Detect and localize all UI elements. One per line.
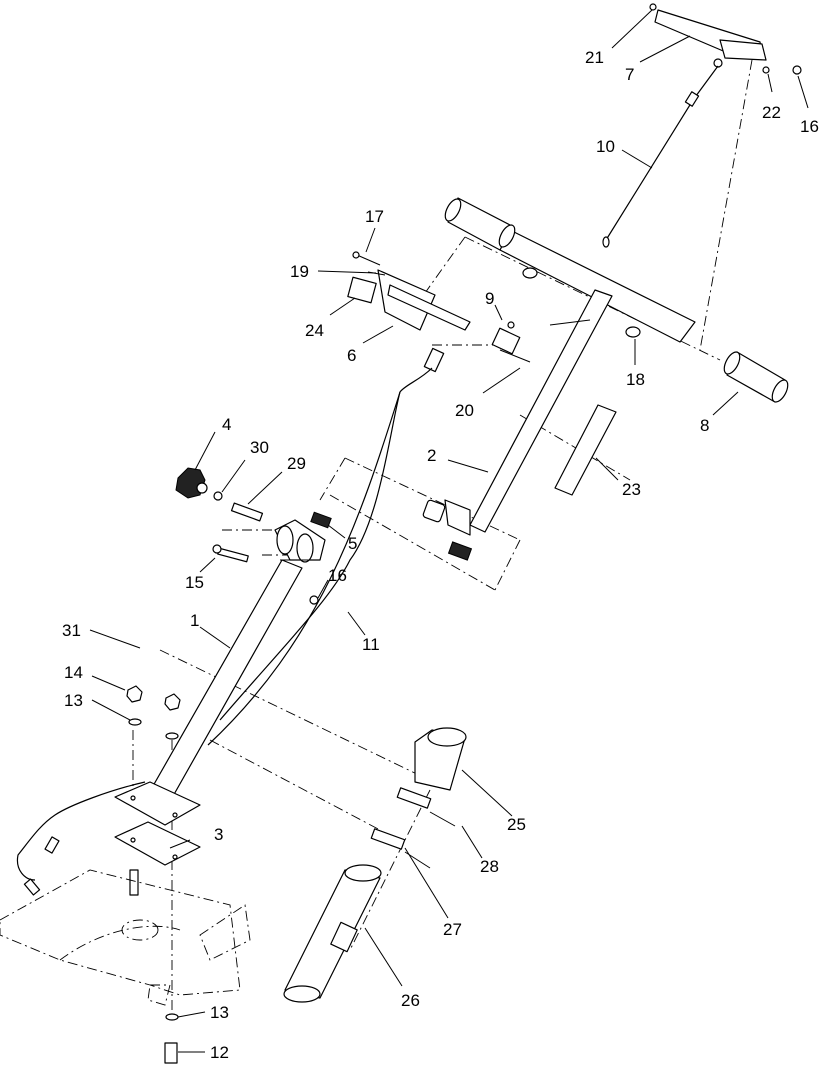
callout-7: 7	[625, 65, 634, 84]
callout-27: 27	[443, 920, 462, 939]
leader-lines	[89, 9, 809, 1053]
callout-6: 6	[347, 346, 356, 365]
callout-26: 26	[401, 991, 420, 1010]
callout-15: 15	[185, 573, 204, 592]
base-plates-3	[114, 781, 201, 896]
knob-assembly	[175, 467, 264, 563]
callout-23: 23	[622, 480, 641, 499]
grip-26	[283, 864, 382, 1003]
callout-16b: 16	[328, 566, 347, 585]
callout-24: 24	[305, 321, 324, 340]
callout-10: 10	[596, 137, 615, 156]
grip-25	[414, 727, 467, 791]
callout-19: 19	[290, 262, 309, 281]
callout-22: 22	[762, 103, 781, 122]
alignment-lines	[132, 59, 753, 1010]
handlebar	[444, 197, 789, 403]
lower-tube-1	[144, 559, 320, 806]
callout-11: 11	[362, 635, 380, 654]
callout-28: 28	[480, 857, 499, 876]
callout-13: 13	[64, 691, 83, 710]
bracket-6	[347, 251, 471, 331]
switch-assembly	[207, 321, 531, 746]
lever-assembly	[649, 3, 802, 75]
callout-31: 31	[62, 621, 81, 640]
callout-30: 30	[250, 438, 269, 457]
callout-17: 17	[365, 207, 384, 226]
upper-tube-2	[422, 289, 613, 561]
pivot-bracket	[274, 511, 332, 605]
callout-5: 5	[348, 534, 357, 553]
callout-3: 3	[214, 825, 223, 844]
cable-10	[602, 65, 719, 248]
callout-12: 12	[210, 1043, 229, 1062]
callout-8: 8	[700, 416, 709, 435]
callout-4: 4	[222, 415, 231, 434]
callout-18: 18	[626, 370, 645, 389]
wire-harness	[16, 781, 146, 896]
callouts: 21 7 22 16 10 17 19 9 24 6 18 20 8 4 30 …	[62, 48, 819, 1062]
hardware	[126, 685, 181, 1064]
callout-16: 16	[800, 117, 819, 136]
callout-20: 20	[455, 401, 474, 420]
parts-27-28	[370, 787, 456, 869]
callout-2: 2	[427, 446, 436, 465]
grip-23	[554, 404, 617, 496]
callout-29: 29	[287, 454, 306, 473]
callout-14: 14	[64, 663, 83, 682]
callout-1: 1	[190, 611, 199, 630]
mounting-plate	[0, 869, 251, 1006]
callout-9: 9	[485, 289, 494, 308]
callout-25: 25	[507, 815, 526, 834]
callout-21: 21	[585, 48, 604, 67]
callout-13b: 13	[210, 1003, 229, 1022]
